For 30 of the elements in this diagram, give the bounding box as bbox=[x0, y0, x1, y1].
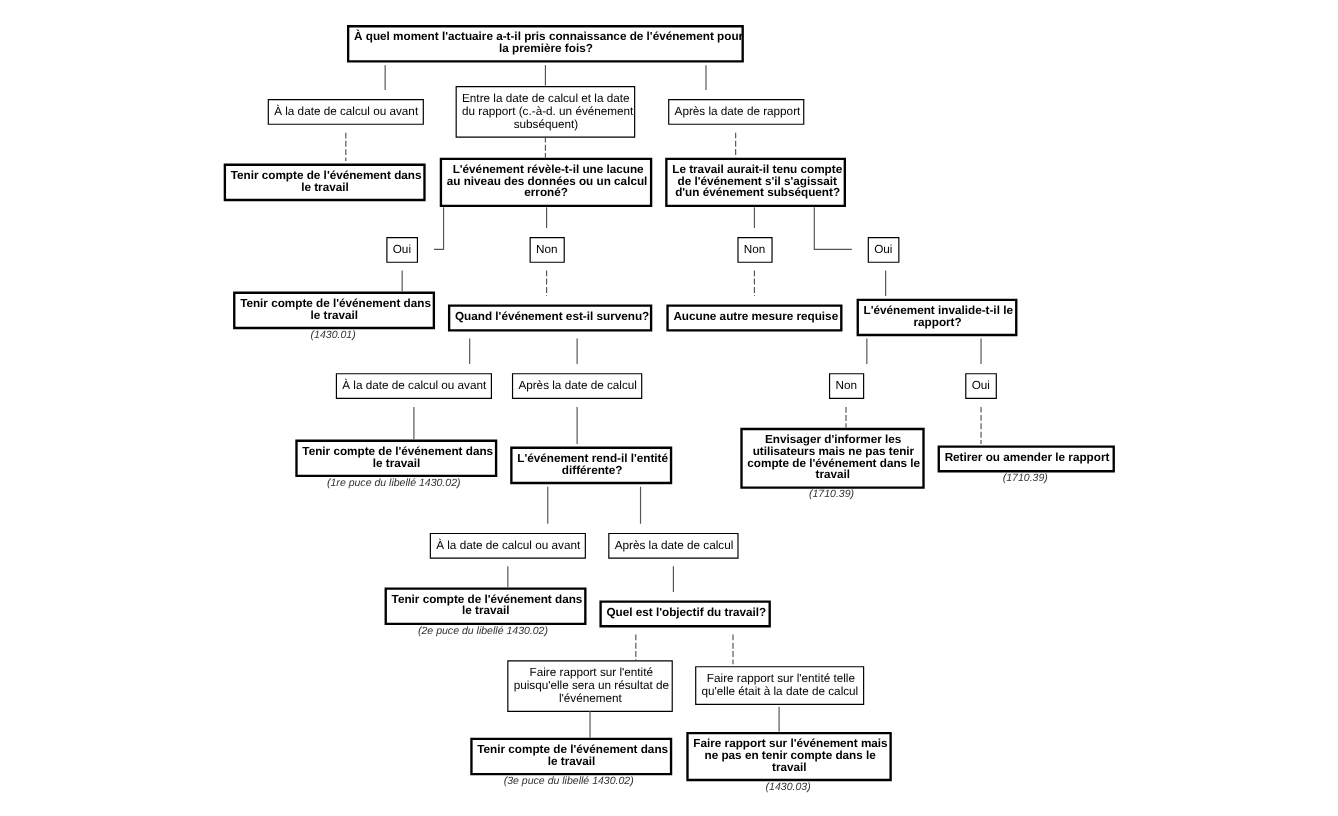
connector bbox=[345, 131, 347, 161]
connector bbox=[589, 709, 591, 738]
connector bbox=[576, 337, 578, 364]
connector bbox=[433, 205, 445, 249]
connector bbox=[635, 633, 637, 660]
connector bbox=[980, 405, 982, 444]
connector bbox=[980, 337, 982, 364]
connector bbox=[813, 205, 853, 249]
connector bbox=[778, 705, 780, 732]
connector bbox=[413, 405, 415, 439]
connector bbox=[547, 485, 549, 524]
connector bbox=[544, 135, 546, 158]
connector bbox=[576, 405, 578, 444]
connector bbox=[384, 63, 386, 90]
connector bbox=[639, 485, 642, 524]
connector bbox=[753, 205, 755, 228]
connector bbox=[845, 405, 847, 428]
connector bbox=[544, 63, 546, 86]
connector bbox=[735, 131, 737, 158]
connector bbox=[866, 337, 868, 364]
connector bbox=[753, 268, 755, 296]
connector bbox=[469, 337, 471, 364]
connector bbox=[732, 633, 734, 664]
connector bbox=[885, 268, 887, 296]
connector bbox=[705, 63, 707, 90]
connector bbox=[672, 564, 674, 592]
connector bbox=[546, 205, 548, 228]
connector bbox=[546, 268, 548, 296]
connector bbox=[401, 268, 403, 291]
connector bbox=[507, 564, 509, 587]
